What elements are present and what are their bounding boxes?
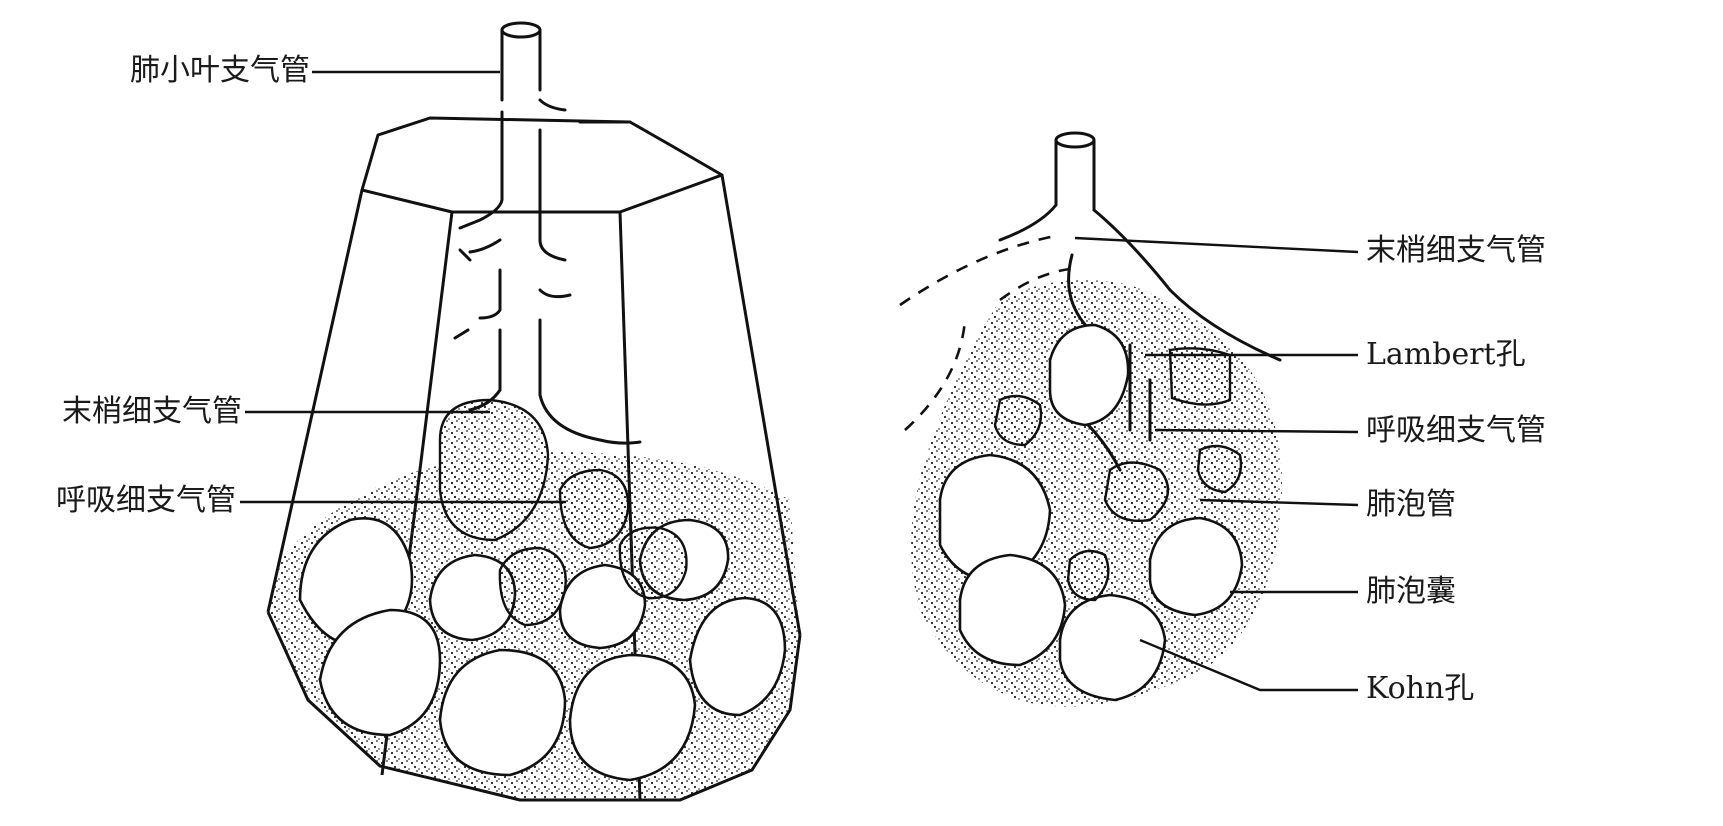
label-right-lambert-canal: Lambert孔 xyxy=(1366,338,1526,372)
bronchiole-tree-left xyxy=(455,23,640,443)
label-right-respiratory-bronchiole: 呼吸细支气管 xyxy=(1366,414,1546,448)
leader-right-terminal xyxy=(1075,238,1358,252)
bronchus-opening xyxy=(502,23,540,37)
label-right-terminal-bronchiole: 末梢细支气管 xyxy=(1366,234,1546,268)
prism-top-face xyxy=(362,118,722,212)
label-right-alveolar-duct: 肺泡管 xyxy=(1366,488,1456,522)
label-right-kohn-pore: Kohn孔 xyxy=(1366,672,1474,706)
label-left-lobular-bronchiole: 肺小叶支气管 xyxy=(100,54,310,88)
bronchus-opening-right xyxy=(1056,133,1094,147)
label-right-alveolar-sac: 肺泡囊 xyxy=(1366,575,1456,609)
label-left-terminal-bronchiole: 末梢细支气管 xyxy=(14,395,242,429)
label-left-respiratory-bronchiole: 呼吸细支气管 xyxy=(14,484,236,518)
